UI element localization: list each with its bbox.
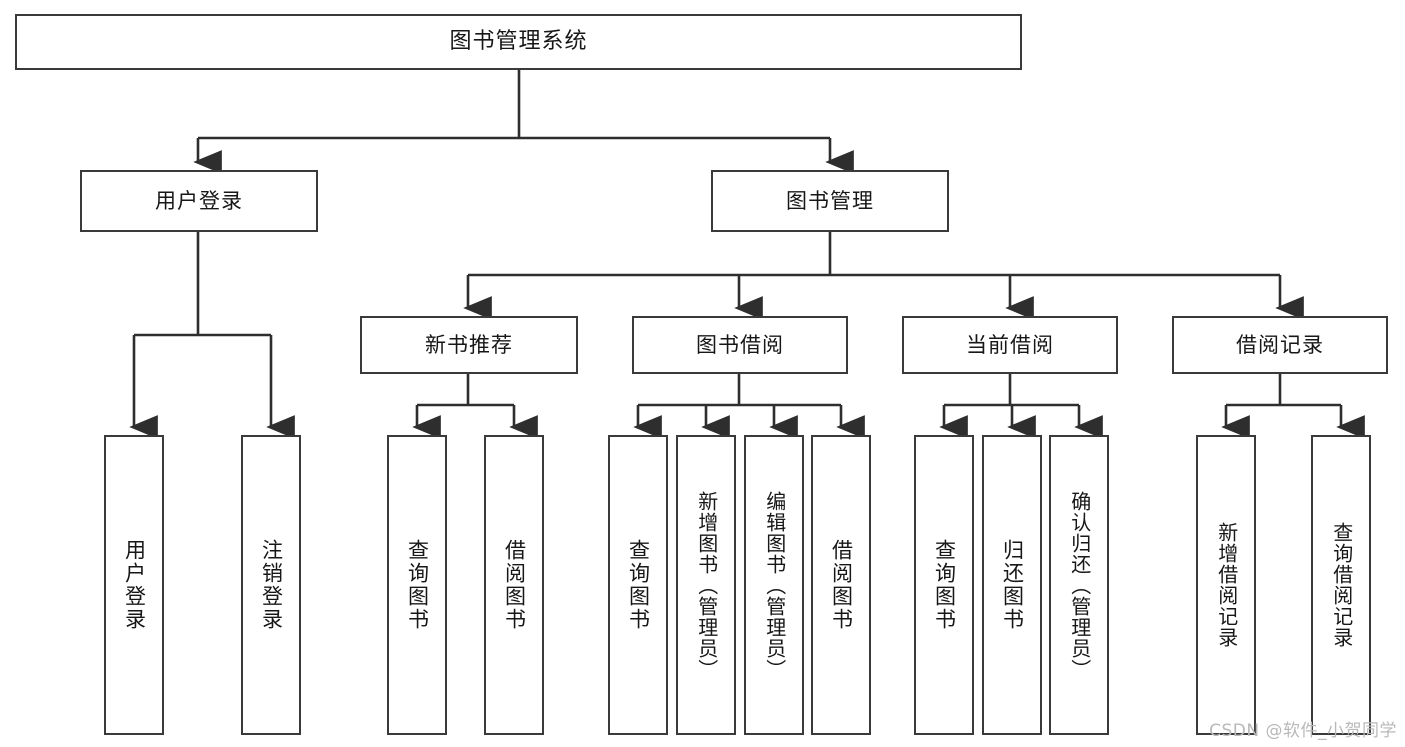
node-new-book-recommendation[interactable]: 新书推荐 — [360, 316, 578, 374]
node-label: 用户登录 — [155, 188, 243, 213]
node-label: 借阅图书 — [829, 539, 854, 631]
node-label: 借阅记录 — [1236, 332, 1324, 357]
node-label: 新增图书（管理员） — [694, 490, 719, 680]
node-borrowing-record[interactable]: 借阅记录 — [1172, 316, 1388, 374]
node-label: 确认归还（管理员） — [1067, 490, 1092, 680]
leaf-user-login-login[interactable]: 用户登录 — [104, 435, 164, 735]
node-label: 编辑图书（管理员） — [762, 490, 787, 680]
node-current-borrowing[interactable]: 当前借阅 — [902, 316, 1118, 374]
leaf-new-book-borrow[interactable]: 借阅图书 — [484, 435, 544, 735]
leaf-current-borrow-return[interactable]: 归还图书 — [982, 435, 1042, 735]
node-book-borrowing[interactable]: 图书借阅 — [632, 316, 848, 374]
leaf-user-login-logout[interactable]: 注销登录 — [241, 435, 301, 735]
node-label: 注销登录 — [259, 539, 284, 631]
leaf-borrow-record-add[interactable]: 新增借阅记录 — [1196, 435, 1256, 735]
node-label: 查询借阅记录 — [1329, 522, 1354, 648]
node-label: 图书管理系统 — [449, 29, 588, 55]
node-label: 图书借阅 — [696, 332, 784, 357]
leaf-book-borrow-borrow[interactable]: 借阅图书 — [811, 435, 871, 735]
leaf-book-borrow-add-admin[interactable]: 新增图书（管理员） — [676, 435, 736, 735]
node-book-management[interactable]: 图书管理 — [711, 170, 949, 232]
leaf-book-borrow-query[interactable]: 查询图书 — [608, 435, 668, 735]
leaf-current-borrow-query[interactable]: 查询图书 — [914, 435, 974, 735]
node-label: 查询图书 — [932, 539, 957, 631]
leaf-current-borrow-confirm-admin[interactable]: 确认归还（管理员） — [1049, 435, 1109, 735]
leaf-new-book-query[interactable]: 查询图书 — [387, 435, 447, 735]
leaf-book-borrow-edit-admin[interactable]: 编辑图书（管理员） — [744, 435, 804, 735]
node-label: 归还图书 — [1000, 539, 1025, 631]
node-root-book-management-system[interactable]: 图书管理系统 — [15, 14, 1022, 70]
node-user-login[interactable]: 用户登录 — [80, 170, 318, 232]
node-label: 查询图书 — [626, 539, 651, 631]
node-label: 查询图书 — [405, 539, 430, 631]
csdn-watermark: CSDN @软件_小贺同学 — [1209, 721, 1397, 741]
node-label: 当前借阅 — [966, 332, 1054, 357]
node-label: 新增借阅记录 — [1214, 522, 1239, 648]
node-label: 图书管理 — [786, 188, 874, 213]
node-label: 用户登录 — [122, 539, 147, 631]
node-label: 借阅图书 — [502, 539, 527, 631]
node-label: 新书推荐 — [425, 332, 513, 357]
leaf-borrow-record-query[interactable]: 查询借阅记录 — [1311, 435, 1371, 735]
